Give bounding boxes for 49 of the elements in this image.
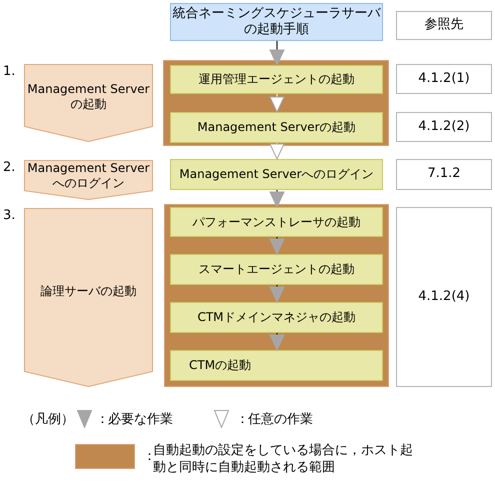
legend-text: 任意の作業 (248, 411, 313, 428)
process-label: CTMドメインマネジャの起動 (197, 310, 356, 325)
reference-box (396, 112, 492, 142)
process-box (170, 159, 383, 190)
step-label: Management Serverの起動 (26, 82, 151, 112)
step-arrow-shape (24, 160, 153, 200)
title-text: 統合ネーミングスケジューラサーバの起動手順 (172, 6, 382, 38)
reference-box (396, 207, 492, 387)
reference-text: 4.1.2(1) (418, 70, 470, 88)
process-label: 運用管理エージェントの起動 (198, 72, 354, 87)
arrow (269, 284, 285, 304)
process-label: Management Serverの起動 (197, 120, 356, 135)
arrow (269, 40, 285, 66)
separator-colon: ： (236, 411, 249, 428)
arrow (269, 94, 285, 114)
legend-text: 必要な作業 (108, 411, 173, 428)
arrow (269, 190, 285, 208)
reference-text: 4.1.2(4) (418, 288, 470, 306)
process-box (170, 302, 383, 333)
step-arrow-shape (24, 64, 153, 142)
process-box (170, 254, 383, 285)
reference-text: 参照先 (424, 17, 464, 34)
process-label: スマートエージェントの起動 (198, 262, 354, 277)
reference-text: 4.1.2(2) (418, 118, 470, 136)
separator-colon: ： (96, 411, 109, 428)
highlight-region (164, 204, 389, 387)
step-arrow-shape (24, 208, 153, 387)
arrow (269, 332, 285, 352)
reference-box (396, 11, 492, 40)
legend-heading: （凡例） (22, 411, 74, 428)
process-box (170, 65, 383, 94)
step-label: 論理サーバの起動 (40, 284, 136, 299)
process-box (170, 350, 383, 381)
process-label: Management Serverへのログイン (179, 167, 374, 182)
step-number: 1. (3, 64, 16, 79)
process-label: パフォーマンストレーサの起動 (192, 214, 360, 230)
reference-box (396, 159, 492, 190)
process-box (170, 112, 383, 143)
step-number: 3. (3, 208, 16, 223)
reference-text: 7.1.2 (427, 166, 461, 183)
step-number: 2. (3, 160, 16, 175)
arrow (269, 236, 285, 256)
legend-text: 自動起動の設定をしている場合に，ホスト起動と同時に自動起動される範囲 (153, 443, 414, 477)
arrow (269, 142, 285, 160)
process-label: CTMの起動 (189, 358, 252, 373)
reference-box (396, 64, 492, 94)
highlight-region (163, 60, 389, 146)
process-box (170, 207, 383, 237)
step-label: Management Serverへのログイン (26, 161, 151, 192)
